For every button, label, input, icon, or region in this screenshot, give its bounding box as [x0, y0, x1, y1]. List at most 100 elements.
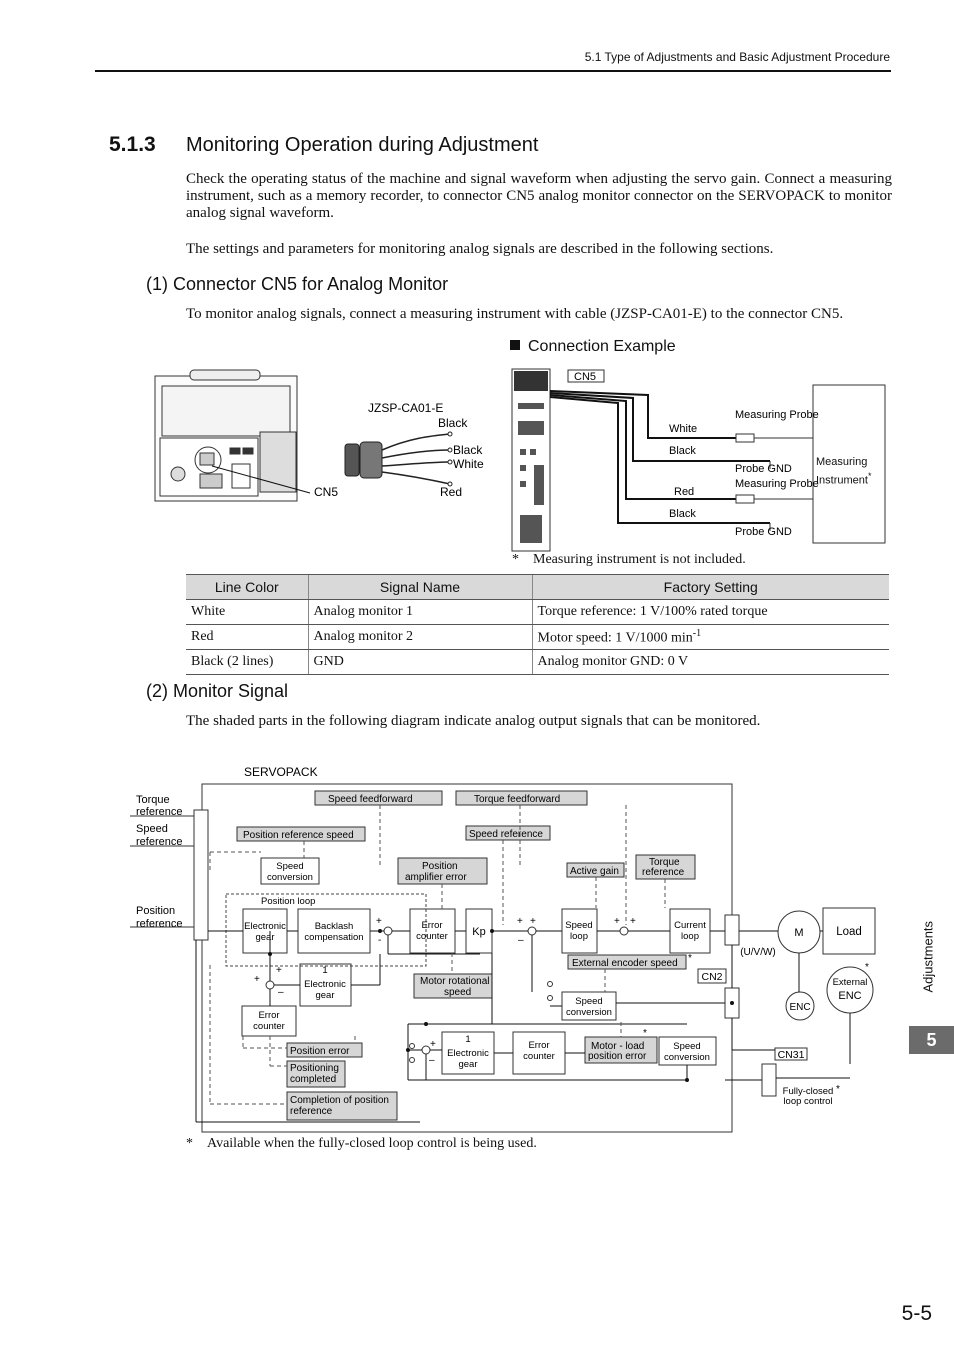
probe-label-2: Measuring Probe — [735, 478, 819, 490]
position-reference-speed-label: Position reference speed — [243, 830, 354, 841]
signal-table: Line Color Signal Name Factory Setting W… — [186, 574, 889, 675]
completion-label-1: Completion of position — [290, 1095, 389, 1106]
motor-rotational-speed-label-1: Motor rotational — [420, 976, 489, 987]
wire-label-black-2: Black — [453, 443, 483, 457]
diagram-footnote: *Available when the fully-closed loop co… — [186, 1136, 537, 1152]
servopack-cable-illustration: JZSP-CA01-E Black Black White Red CN5 — [154, 369, 484, 502]
error-counter-label-1: Error — [421, 920, 442, 931]
table-cell: Motor speed: 1 V/1000 min-1 — [531, 624, 889, 650]
backlash-label-1: Backlash — [315, 921, 354, 932]
speed-loop-label-1: Speed — [565, 920, 592, 931]
error-counter-label-2: counter — [416, 931, 448, 942]
measuring-instrument-box — [812, 384, 886, 544]
connection-example-diagram: CN5 White Black Red Black Measuring Prob… — [511, 368, 886, 552]
probe-gnd-label-1: Probe GND — [735, 463, 792, 475]
svg-text:+: + — [376, 916, 382, 927]
speed-conversion-3-label-1: Speed — [673, 1041, 700, 1052]
svg-text:+: + — [517, 916, 523, 927]
speed-ref-in-1: Speed — [136, 823, 168, 835]
probe-gnd-label-2: Probe GND — [735, 526, 792, 538]
table-cell-text: Motor speed: 1 V/1000 min — [537, 630, 693, 646]
kp-label: Kp — [472, 926, 485, 938]
active-gain-label: Active gain — [570, 866, 619, 877]
probe-label-1: Measuring Probe — [735, 409, 819, 421]
superscript: -1 — [692, 627, 702, 639]
speed-conversion-2-label-1: Speed — [575, 996, 602, 1007]
header-rule — [95, 70, 891, 72]
measuring-footnote: *Measuring instrument is not included. — [512, 552, 746, 568]
table-cell: Black (2 lines) — [186, 649, 308, 675]
uvw-label: (U/V/W) — [740, 947, 776, 958]
cable-model-label: JZSP-CA01-E — [368, 401, 443, 415]
cn5-label: CN5 — [314, 485, 338, 499]
conn-black-label-2: Black — [669, 508, 696, 520]
table-cell: Analog monitor 2 — [307, 624, 532, 650]
current-loop-label-1: Current — [674, 920, 706, 931]
table-cell: White — [186, 599, 308, 625]
one-gear-2-label-3: gear — [458, 1059, 477, 1070]
speed-ref-in-2: reference — [136, 836, 182, 848]
position-loop-label: Position loop — [261, 896, 315, 907]
svg-text:–: – — [278, 987, 284, 998]
svg-text:-: - — [378, 935, 381, 946]
monitor-signal-block-diagram: SERVOPACK Torque reference Speed referen… — [130, 765, 876, 1133]
speed-reference-label: Speed reference — [469, 829, 543, 840]
connection-example-label: Connection Example — [528, 338, 676, 355]
table-row: Black (2 lines) GND Analog monitor GND: … — [186, 649, 889, 675]
table-header: Signal Name — [307, 574, 532, 600]
cn31-label: CN31 — [778, 1049, 805, 1061]
one-gear-2-label-2: Electronic — [447, 1048, 489, 1059]
speed-conversion-2-label-2: conversion — [566, 1007, 612, 1018]
motor-load-error-label-1: Motor - load — [591, 1041, 644, 1052]
table-header-row: Line Color Signal Name Factory Setting — [186, 574, 889, 600]
subsection-2-title: (2) Monitor Signal — [146, 681, 289, 701]
svg-text:+: + — [430, 1039, 436, 1050]
table-cell: Analog monitor 1 — [307, 599, 532, 625]
fully-closed-label-1: Fully-closed — [783, 1086, 834, 1097]
motor-rotational-speed-label-2: speed — [444, 987, 471, 998]
subsection-1-text: To monitor analog signals, connect a mea… — [186, 306, 844, 322]
torque-ref-in-2: reference — [136, 806, 182, 818]
positioning-completed-label-1: Positioning — [290, 1063, 339, 1074]
table-cell: Analog monitor GND: 0 V — [531, 649, 889, 675]
one-gear-2-label-1: 1 — [465, 1034, 470, 1045]
chapter-tab: 5 — [909, 1026, 954, 1054]
svg-text:+: + — [630, 916, 636, 927]
probe-label-1-text: Measuring Probe — [735, 409, 819, 421]
table-header: Factory Setting — [531, 574, 889, 600]
motor-m-label: M — [794, 927, 803, 939]
footnote-mark: * — [512, 552, 519, 567]
error-counter-3-label-1: Error — [528, 1040, 549, 1051]
positioning-completed-label-2: completed — [290, 1074, 336, 1085]
star-mark: * — [643, 1028, 647, 1039]
table-row: White Analog monitor 1 Torque reference:… — [186, 599, 889, 625]
conn-black-label-1: Black — [669, 445, 696, 457]
current-loop-label-2: loop — [681, 931, 699, 942]
sidebar-section-label: Adjustments — [920, 920, 936, 993]
wire-label-red: Red — [440, 485, 462, 499]
position-error-label: Position error — [290, 1046, 350, 1057]
enc-label: ENC — [789, 1002, 810, 1013]
one-gear-label-2: Electronic — [304, 979, 346, 990]
position-amplifier-error-label-1: Position — [422, 861, 458, 872]
footnote-mark: * — [186, 1136, 193, 1151]
error-counter-2-label-1: Error — [258, 1010, 279, 1021]
fully-closed-label-2: loop control — [783, 1096, 832, 1107]
one-gear-label-1: 1 — [322, 965, 327, 976]
electronic-gear-label-1: Electronic — [244, 921, 286, 932]
error-counter-2-label-2: counter — [253, 1021, 285, 1032]
conn-white-label: White — [669, 423, 697, 435]
position-ref-in-2: reference — [136, 918, 182, 930]
table-cell: GND — [307, 649, 532, 675]
svg-text:+: + — [276, 965, 282, 976]
table-cell: Red — [186, 624, 308, 650]
instrument-label: Measuring Instrument* — [816, 456, 872, 487]
motor-load-error-label-2: position error — [588, 1051, 647, 1062]
backlash-label-2: compensation — [304, 932, 363, 943]
speed-loop-label-2: loop — [570, 931, 588, 942]
square-bullet-icon — [510, 340, 520, 350]
svg-text:+: + — [254, 974, 260, 985]
error-counter-3-label-2: counter — [523, 1051, 555, 1062]
torque-reference-label-1: Torque — [649, 857, 680, 868]
subsection-2-text: The shaded parts in the following diagra… — [186, 713, 761, 729]
